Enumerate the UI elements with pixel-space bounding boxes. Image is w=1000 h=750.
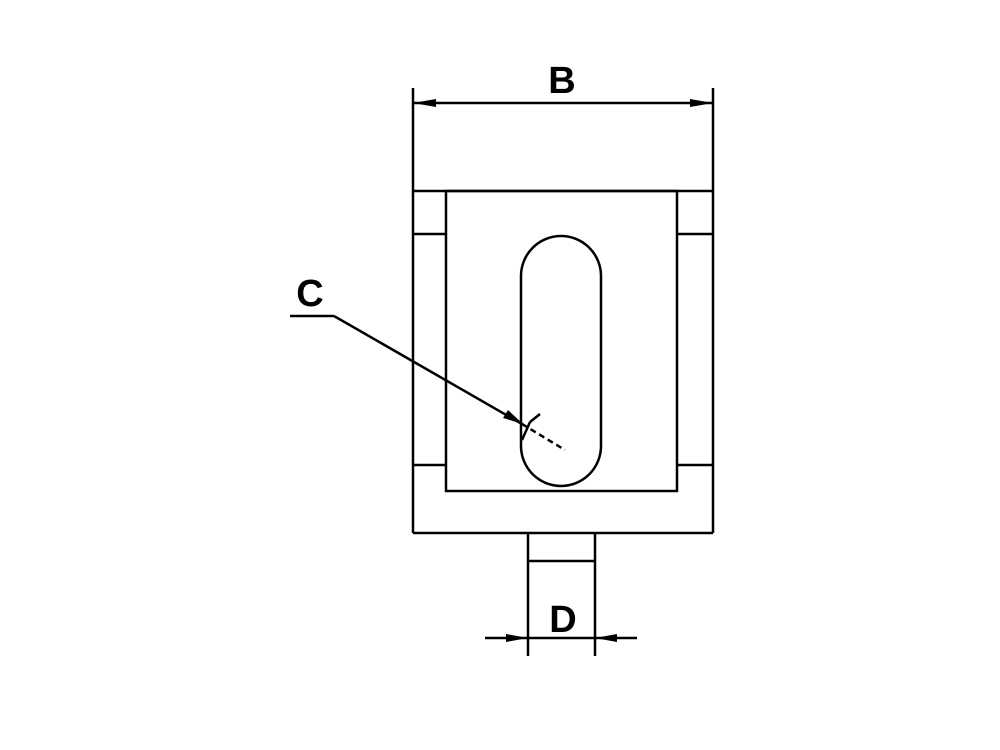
- inner-plate: [444, 189, 679, 493]
- dimension-d: [485, 634, 637, 642]
- side-tabs: [413, 232, 713, 467]
- label-d: D: [549, 599, 576, 641]
- arrow-icon: [503, 410, 523, 424]
- arrow-left-icon: [413, 99, 436, 107]
- arrow-right-icon: [595, 634, 617, 642]
- dimension-b: [413, 99, 713, 107]
- slot: [519, 234, 603, 488]
- outer-body: [411, 88, 715, 535]
- label-c: C: [296, 273, 323, 315]
- arrow-left-icon: [506, 634, 528, 642]
- arrow-right-icon: [690, 99, 713, 107]
- stem: [526, 533, 597, 656]
- leader-c: [290, 314, 566, 452]
- label-b: B: [548, 60, 575, 102]
